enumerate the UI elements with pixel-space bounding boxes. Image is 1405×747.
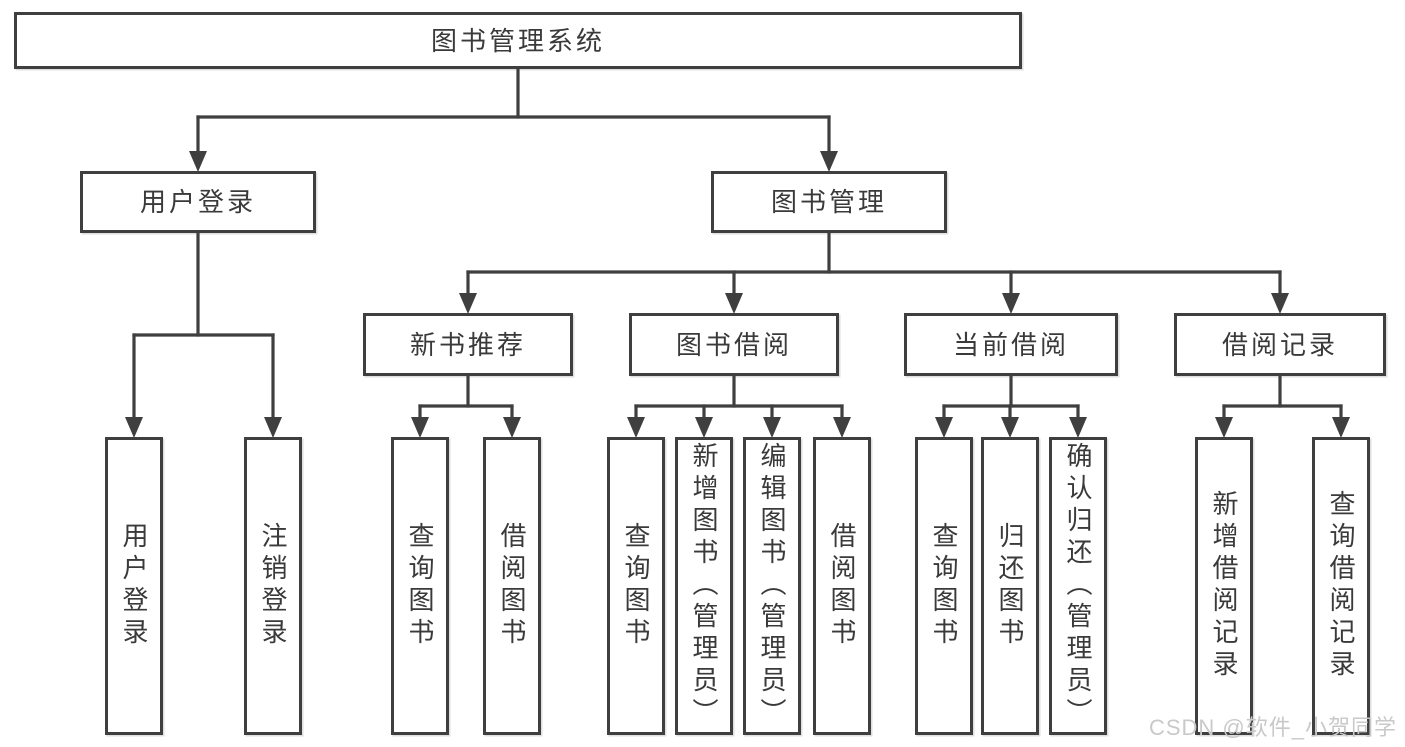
node-label: 当前借阅 — [952, 329, 1069, 360]
arrowhead-icon — [503, 417, 521, 438]
node-current-borrow: 当前借阅 — [904, 313, 1118, 376]
node-label: 用户登录 — [119, 522, 149, 650]
node-label: 查询图书 — [621, 522, 651, 650]
arrowhead-icon — [189, 151, 207, 172]
arrowhead-icon — [1332, 417, 1350, 438]
node-label: 新增借阅记录 — [1209, 490, 1239, 682]
node-edit-books: 编辑图书（管理员） — [743, 437, 801, 735]
node-label: 新书推荐 — [409, 329, 526, 360]
arrowhead-icon — [627, 417, 645, 438]
node-label: 查询图书 — [929, 522, 959, 650]
arrowhead-icon — [833, 417, 851, 438]
node-borrow-books-2: 借阅图书 — [813, 437, 871, 735]
node-query-books-3: 查询图书 — [915, 437, 973, 735]
node-label: 图书借阅 — [675, 329, 792, 360]
arrowhead-icon — [1271, 293, 1289, 314]
arrowhead-icon — [820, 151, 838, 172]
arrowhead-icon — [725, 293, 743, 314]
arrowhead-icon — [935, 417, 953, 438]
node-borrow-books-1: 借阅图书 — [483, 437, 541, 735]
node-label: 归还图书 — [995, 522, 1025, 650]
arrowhead-icon — [695, 417, 713, 438]
arrowhead-icon — [411, 417, 429, 438]
arrowhead-icon — [1215, 417, 1233, 438]
arrowhead-icon — [1001, 417, 1019, 438]
node-label: 图书管理 — [770, 187, 887, 217]
node-book-mgmt: 图书管理 — [711, 171, 947, 233]
arrowhead-icon — [264, 417, 282, 438]
node-label: 图书管理系统 — [430, 25, 605, 56]
node-label: 借阅图书 — [827, 522, 857, 650]
arrowhead-icon — [1069, 417, 1087, 438]
node-borrow-records: 借阅记录 — [1174, 313, 1386, 376]
arrowhead-icon — [125, 417, 143, 438]
node-query-books-1: 查询图书 — [391, 437, 449, 735]
node-query-books-2: 查询图书 — [607, 437, 665, 735]
node-add-borrow-record: 新增借阅记录 — [1195, 437, 1253, 735]
node-label: 查询借阅记录 — [1326, 490, 1356, 682]
node-label: 编辑图书（管理员） — [757, 442, 787, 730]
node-label: 借阅图书 — [497, 522, 527, 650]
node-query-borrow-record: 查询借阅记录 — [1312, 437, 1370, 735]
node-logout: 注销登录 — [244, 437, 302, 735]
node-label: 借阅记录 — [1221, 329, 1338, 360]
node-label: 查询图书 — [405, 522, 435, 650]
arrowhead-icon — [1002, 293, 1020, 314]
node-label: 用户登录 — [139, 187, 256, 217]
node-confirm-return: 确认归还（管理员） — [1049, 437, 1107, 735]
node-book-borrow: 图书借阅 — [629, 313, 839, 376]
arrowhead-icon — [459, 293, 477, 314]
node-root: 图书管理系统 — [14, 12, 1022, 69]
arrowhead-icon — [763, 417, 781, 438]
node-label: 新增图书（管理员） — [689, 442, 719, 730]
node-add-books: 新增图书（管理员） — [675, 437, 733, 735]
node-user-login-group: 用户登录 — [80, 171, 316, 233]
node-label: 注销登录 — [258, 522, 288, 650]
node-user-login: 用户登录 — [105, 437, 163, 735]
node-new-book-rec: 新书推荐 — [363, 313, 573, 376]
node-return-books: 归还图书 — [981, 437, 1039, 735]
node-label: 确认归还（管理员） — [1063, 442, 1093, 730]
